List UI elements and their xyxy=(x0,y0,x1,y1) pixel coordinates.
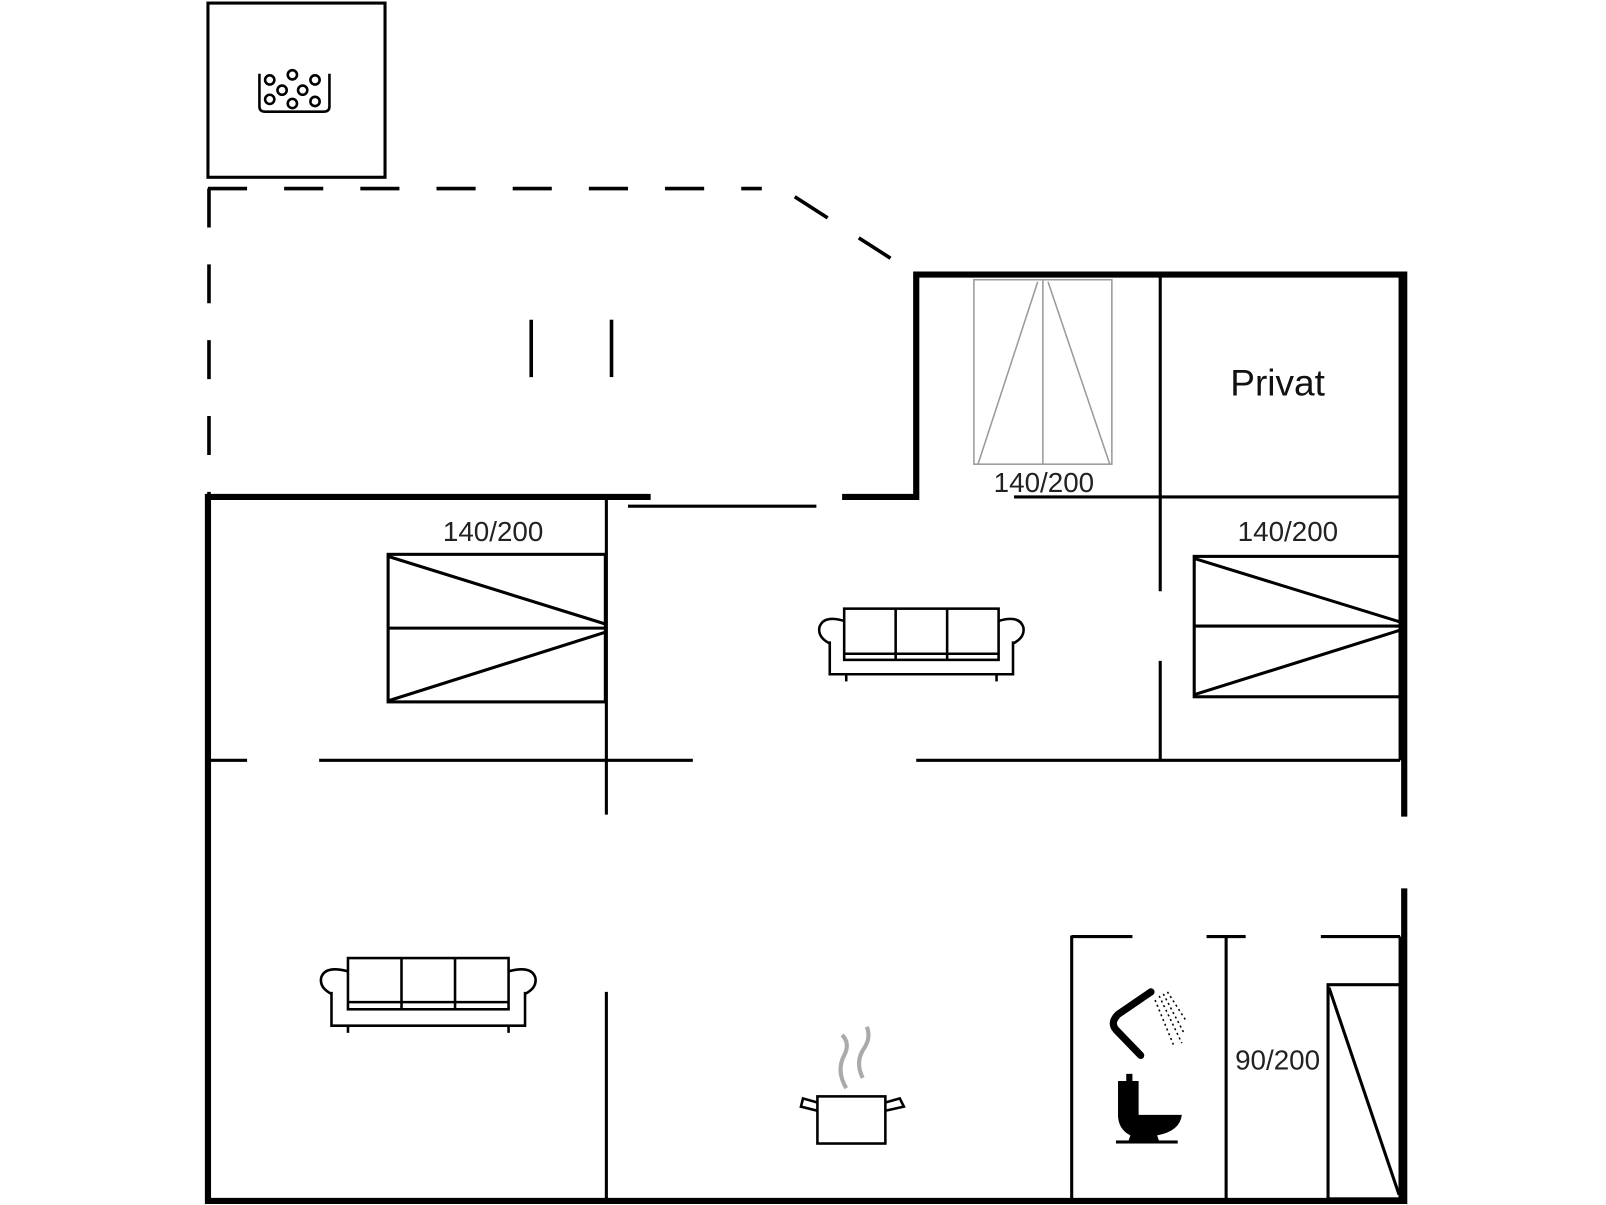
bed-icon xyxy=(386,552,607,704)
sofa-icon xyxy=(319,956,537,1033)
toilet-icon xyxy=(1115,1073,1182,1144)
bed-icon xyxy=(1326,983,1402,1201)
hot-tub-icon xyxy=(258,68,331,113)
bed-size-label: 140/200 xyxy=(443,516,543,547)
inner-walls xyxy=(210,276,1402,1199)
bed-icon xyxy=(1192,554,1402,699)
sofa-icon xyxy=(817,607,1025,682)
bed-size-label: 140/200 xyxy=(994,467,1094,498)
shower-icon xyxy=(1109,988,1187,1059)
bed-size-label: 140/200 xyxy=(1238,516,1338,547)
terrace-outline xyxy=(207,186,892,495)
outer-walls xyxy=(204,271,1408,1204)
hot-tub-area xyxy=(206,1,387,179)
room-label-privat: Privat xyxy=(1230,363,1325,404)
cooking-pot-icon xyxy=(799,1025,906,1145)
bed-icon xyxy=(973,278,1113,465)
bed-size-label: 90/200 xyxy=(1235,1045,1320,1076)
